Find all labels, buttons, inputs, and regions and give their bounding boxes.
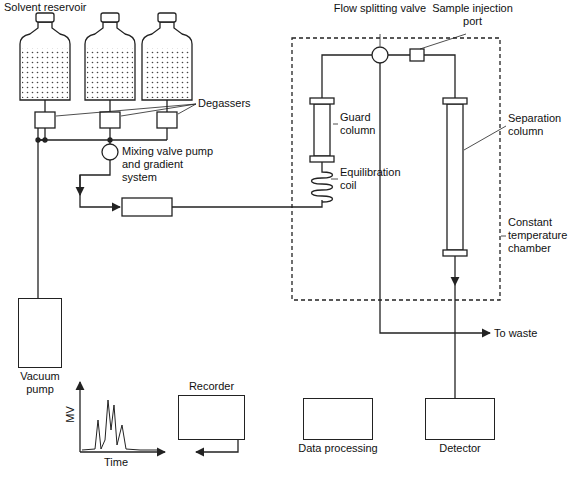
leader-line [331,34,506,236]
solvent-bottle [142,13,192,100]
unit-name: Recorder [189,378,234,395]
equipment-unit: Detector [405,398,515,457]
part-label: Separation column [508,112,586,138]
part-label: Guard column [340,111,388,137]
part-label: Sample injection port [425,2,520,28]
unit-name: Vacuum pump [15,368,65,398]
pump [122,198,172,216]
equilibration-coil [312,162,333,202]
guard-column [310,98,334,162]
tube [454,285,455,398]
waste-line [380,63,490,333]
mixing-valve [102,144,118,160]
solvent-bottle [85,13,135,100]
equipment-unit: Recorder [157,378,267,440]
leader-line [56,104,196,116]
equipment-unit: Vacuum pump [0,298,95,398]
axis-label: MV [64,405,77,425]
unit-box [425,398,495,440]
tube [38,128,167,144]
equipment-unit: Data processing [283,398,393,457]
tube [172,200,322,207]
part-label: Constant temperature chamber [508,216,586,255]
recorder-arrow [196,440,238,452]
unit-box [303,398,373,440]
separation-column [443,98,467,256]
part-label: To waste [494,327,564,340]
splitting-valve [372,47,388,63]
part-label: Mixing valve pump and gradient system [122,145,214,184]
part-label: Time [104,456,144,469]
solvent-bottle [20,13,70,100]
degasser [157,112,177,128]
temperature-chamber [292,38,500,300]
tube [80,160,120,207]
unit-box [178,395,245,440]
degasser [35,112,55,128]
injection-port [410,49,424,61]
part-label: Degassers [198,97,268,110]
tube [45,100,167,112]
tube [322,55,372,98]
unit-name: Data processing [298,440,378,457]
vacuum-line [38,128,45,298]
degasser [100,112,120,128]
chromatogram [80,382,165,452]
part-label: Solvent reservoir [4,1,144,14]
part-label: Equilibration coil [340,166,420,192]
unit-box [18,298,62,368]
unit-name: Detector [439,440,481,457]
part-label: Flow splitting valve [330,2,430,15]
